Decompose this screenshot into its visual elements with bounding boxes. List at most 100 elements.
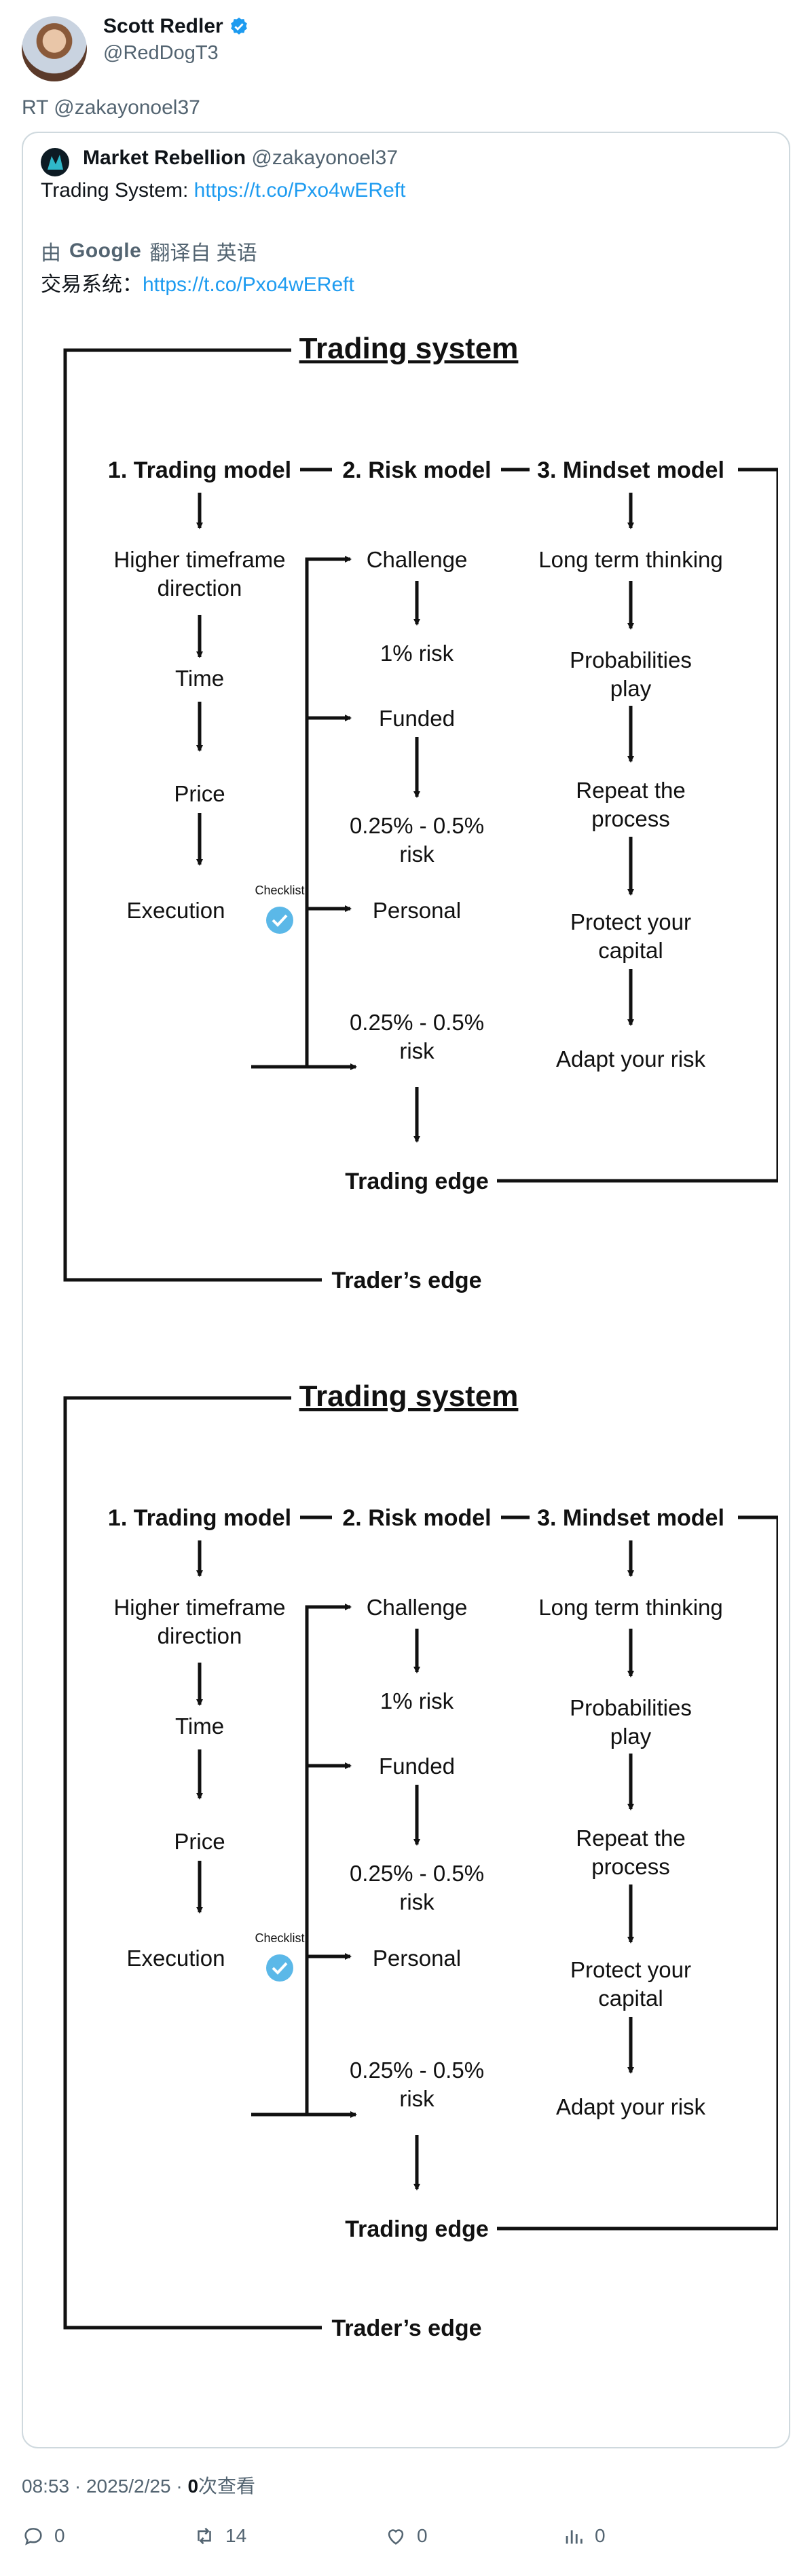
trading-system-diagram: Trading system 1. Trading model 2. Risk … xyxy=(63,1380,778,2341)
col2-step: 0.25% - 0.5% xyxy=(350,813,484,838)
heart-icon xyxy=(388,2529,404,2545)
quote-author-handle[interactable]: @zakayonoel37 xyxy=(251,147,399,169)
google-logo: Google xyxy=(69,240,142,262)
quote-header: Market Rebellion @zakayonoel37 xyxy=(83,147,398,170)
col3-step: capital xyxy=(598,1986,663,2011)
traders-edge-label: Trader’s edge xyxy=(331,1268,481,1293)
col2-step: Personal xyxy=(373,1946,461,1971)
col2-step: 1% risk xyxy=(380,641,454,666)
analytics-icon xyxy=(566,2530,583,2544)
retweet-button[interactable]: 14 xyxy=(193,2524,246,2547)
col3-header: 3. Mindset model xyxy=(537,1505,724,1531)
col1-step: direction xyxy=(158,1623,242,1648)
col2-step: 0.25% - 0.5% xyxy=(350,1861,484,1886)
col2-header: 2. Risk model xyxy=(342,1505,491,1531)
reply-button[interactable]: 0 xyxy=(22,2524,65,2547)
col3-step: play xyxy=(610,676,652,701)
quoted-tweet-card[interactable]: Market Rebellion @zakayonoel37 Trading S… xyxy=(22,132,790,2448)
col2-step: Funded xyxy=(379,1754,455,1779)
col2-step: risk xyxy=(399,2086,435,2111)
col1-step: Execution xyxy=(127,1946,225,1971)
tweet-meta: 08:53 · 2025/2/25 · 0次查看 xyxy=(22,2476,256,2497)
col2-step: Challenge xyxy=(367,1595,468,1620)
col1-header: 1. Trading model xyxy=(108,457,291,483)
like-button[interactable]: 0 xyxy=(384,2524,428,2547)
trading-system-diagram-image[interactable]: Trading system 1. Trading model 2. Risk … xyxy=(37,309,778,1327)
col2-step: 0.25% - 0.5% xyxy=(350,2058,484,2083)
col3-step: Long term thinking xyxy=(538,547,723,572)
translate-by-label: 由 xyxy=(41,242,61,265)
translate-from-label: 翻译自 英语 xyxy=(149,242,257,265)
reply-count: 0 xyxy=(54,2525,65,2546)
views-count: 0 xyxy=(187,2476,199,2497)
tweet-time[interactable]: 08:53 xyxy=(22,2476,70,2497)
col3-step: Adapt your risk xyxy=(556,1046,706,1072)
checklist-check-icon xyxy=(266,1954,293,1982)
col3-step: Long term thinking xyxy=(538,1595,723,1620)
col1-step: Time xyxy=(175,666,224,691)
retweet-icon xyxy=(198,2527,211,2545)
col3-step: play xyxy=(610,1724,652,1749)
action-views-count: 0 xyxy=(595,2525,606,2546)
translated-text: 交易系统：https://t.co/Pxo4wEReft xyxy=(41,267,354,297)
col2-step: 0.25% - 0.5% xyxy=(350,1010,484,1035)
col3-header: 3. Mindset model xyxy=(537,457,724,483)
col3-step: process xyxy=(591,806,670,831)
quote-text: Trading System: https://t.co/Pxo4wEReft xyxy=(41,179,405,202)
checklist-label: Checklist xyxy=(255,1931,304,1945)
col3-step: process xyxy=(591,1854,670,1879)
col2-step: risk xyxy=(399,1889,435,1914)
checklist-label: Checklist xyxy=(255,884,304,897)
trading-edge-label: Trading edge xyxy=(345,1169,489,1194)
col1-step: Higher timeframe xyxy=(113,547,285,572)
col3-step: Repeat the xyxy=(576,1825,685,1851)
col1-step: Execution xyxy=(127,898,225,923)
action-bar: 0 14 0 0 xyxy=(22,2524,790,2558)
col1-step: Time xyxy=(175,1713,224,1739)
col1-step: Price xyxy=(174,1829,225,1854)
col1-step: Price xyxy=(174,781,225,806)
quote-author-name[interactable]: Market Rebellion xyxy=(83,147,246,169)
col2-step: Personal xyxy=(373,898,461,923)
quote-author-avatar[interactable] xyxy=(41,148,69,176)
trading-system-diagram-image[interactable]: Trading system 1. Trading model 2. Risk … xyxy=(37,1357,778,2375)
col3-step: Repeat the xyxy=(576,778,685,803)
checklist-check-icon xyxy=(266,907,293,934)
author-name[interactable]: Scott Redler xyxy=(103,15,249,38)
quote-link[interactable]: https://t.co/Pxo4wEReft xyxy=(193,179,406,202)
col1-step: Higher timeframe xyxy=(113,1595,285,1620)
diagram-title: Trading system xyxy=(299,332,519,365)
diagram-title: Trading system xyxy=(299,1380,519,1413)
trading-edge-label: Trading edge xyxy=(345,2216,489,2242)
traders-edge-label: Trader’s edge xyxy=(331,2315,481,2341)
col3-step: capital xyxy=(598,938,663,963)
col3-step: Probabilities xyxy=(570,647,692,673)
author-handle[interactable]: @RedDogT3 xyxy=(103,42,219,64)
retweet-text: RT @zakayonoel37 xyxy=(22,96,200,119)
views-button[interactable]: 0 xyxy=(562,2524,606,2547)
translated-prefix: 交易系统： xyxy=(41,273,143,296)
retweet-count: 14 xyxy=(225,2525,247,2546)
market-rebellion-logo-icon xyxy=(48,155,63,170)
col3-step: Probabilities xyxy=(570,1695,692,1720)
reply-icon xyxy=(24,2528,42,2545)
tweet-date[interactable]: 2025/2/25 xyxy=(86,2476,171,2497)
col2-header: 2. Risk model xyxy=(342,457,491,483)
col2-step: risk xyxy=(399,841,435,867)
col2-step: Funded xyxy=(379,706,455,731)
like-count: 0 xyxy=(417,2525,428,2546)
author-name-text[interactable]: Scott Redler xyxy=(103,15,223,37)
translation-attribution[interactable]: 由 Google 翻译自 英语 xyxy=(41,236,257,266)
col1-header: 1. Trading model xyxy=(108,1505,291,1531)
col2-step: 1% risk xyxy=(380,1688,454,1713)
col2-step: Challenge xyxy=(367,547,468,572)
col3-step: Adapt your risk xyxy=(556,2094,706,2119)
col3-step: Protect your xyxy=(570,909,691,934)
quote-text-prefix: Trading System: xyxy=(41,179,194,202)
col3-step: Protect your xyxy=(570,1957,691,1982)
translated-link[interactable]: https://t.co/Pxo4wEReft xyxy=(143,273,354,296)
trading-system-diagram: Trading system 1. Trading model 2. Risk … xyxy=(63,332,778,1293)
author-avatar[interactable] xyxy=(22,16,87,81)
views-label: 次查看 xyxy=(198,2476,256,2497)
verified-badge-icon xyxy=(230,17,247,35)
